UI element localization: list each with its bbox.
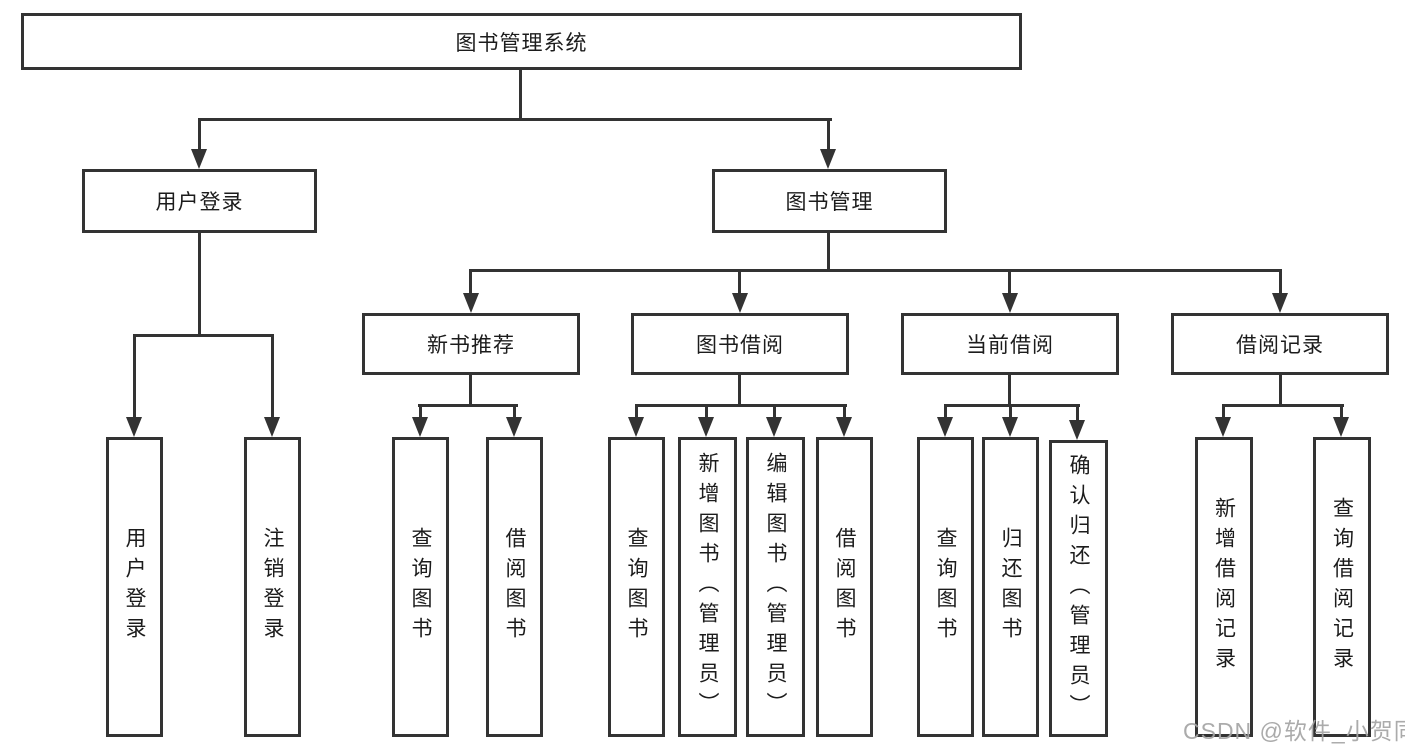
- connector-line: [705, 404, 708, 419]
- node-book-management: 图书管理: [712, 169, 947, 233]
- connector-line: [469, 375, 472, 406]
- connector-line: [843, 404, 846, 419]
- connector-line: [519, 70, 522, 120]
- leaf-label: 注销登录: [261, 527, 284, 647]
- arrow-down-icon: [506, 417, 522, 437]
- connector-line: [1222, 404, 1344, 407]
- connector-line: [469, 269, 472, 297]
- leaf-label: 归还图书: [999, 527, 1022, 647]
- connector-line: [198, 118, 201, 152]
- connector-line: [419, 404, 422, 419]
- leaf-label: 用户登录: [123, 527, 146, 647]
- connector-line: [635, 404, 638, 419]
- connector-line: [827, 118, 830, 152]
- node-new-book-recommendation: 新书推荐: [362, 313, 580, 375]
- connector-line: [1009, 404, 1012, 419]
- connector-line: [1279, 375, 1282, 406]
- node-borrowing-records: 借阅记录: [1171, 313, 1389, 375]
- connector-line: [271, 334, 274, 419]
- connector-line: [738, 375, 741, 406]
- leaf-query-books-recommend: 查询图书: [392, 437, 449, 737]
- connector-line: [513, 404, 516, 419]
- node-library-management-system: 图书管理系统: [21, 13, 1022, 70]
- connector-line: [773, 404, 776, 419]
- leaf-edit-book-admin: 编辑图书（管理员）: [746, 437, 805, 737]
- connector-line: [469, 269, 1282, 272]
- arrow-down-icon: [1272, 293, 1288, 313]
- connector-line: [1340, 404, 1343, 419]
- leaf-query-books-current: 查询图书: [917, 437, 974, 737]
- arrow-down-icon: [1002, 293, 1018, 313]
- arrow-down-icon: [463, 293, 479, 313]
- leaf-logout: 注销登录: [244, 437, 301, 737]
- leaf-label: 查询借阅记录: [1330, 497, 1354, 677]
- connector-line: [1222, 404, 1225, 419]
- leaf-label: 借阅图书: [833, 527, 856, 647]
- arrow-down-icon: [937, 417, 953, 437]
- arrow-down-icon: [628, 417, 644, 437]
- node-current-borrowing: 当前借阅: [901, 313, 1119, 375]
- connector-line: [1076, 404, 1079, 422]
- arrow-down-icon: [732, 293, 748, 313]
- leaf-label: 查询图书: [934, 527, 957, 647]
- node-user-login: 用户登录: [82, 169, 317, 233]
- leaf-label: 编辑图书（管理员）: [764, 452, 787, 722]
- arrow-down-icon: [836, 417, 852, 437]
- arrow-down-icon: [412, 417, 428, 437]
- connector-line: [1008, 269, 1011, 297]
- arrow-down-icon: [820, 149, 836, 169]
- connector-line: [944, 404, 1080, 407]
- arrow-down-icon: [1333, 417, 1349, 437]
- leaf-label: 新增图书（管理员）: [696, 452, 719, 722]
- leaf-borrow-books-borrowing: 借阅图书: [816, 437, 873, 737]
- arrow-down-icon: [191, 149, 207, 169]
- arrow-down-icon: [264, 417, 280, 437]
- leaf-label: 查询图书: [625, 527, 648, 647]
- leaf-query-borrowing-record: 查询借阅记录: [1313, 437, 1371, 737]
- csdn-watermark: CSDN @软件_小贺同学: [1183, 718, 1405, 744]
- connector-line: [1279, 269, 1282, 297]
- arrow-down-icon: [1002, 417, 1018, 437]
- arrow-down-icon: [126, 417, 142, 437]
- leaf-borrow-books-recommend: 借阅图书: [486, 437, 543, 737]
- connector-line: [133, 334, 274, 337]
- connector-line: [133, 334, 136, 419]
- connector-line: [635, 404, 847, 407]
- connector-line: [418, 404, 518, 407]
- leaf-user-login: 用户登录: [106, 437, 163, 737]
- leaf-confirm-return-admin: 确认归还（管理员）: [1049, 440, 1108, 737]
- connector-line: [827, 233, 830, 272]
- connector-line: [198, 233, 201, 337]
- leaf-return-book: 归还图书: [982, 437, 1039, 737]
- connector-line: [944, 404, 947, 419]
- connector-line: [1008, 375, 1011, 406]
- leaf-add-borrowing-record: 新增借阅记录: [1195, 437, 1253, 737]
- arrow-down-icon: [698, 417, 714, 437]
- leaf-label: 查询图书: [409, 527, 432, 647]
- node-book-borrowing: 图书借阅: [631, 313, 849, 375]
- arrow-down-icon: [766, 417, 782, 437]
- arrow-down-icon: [1215, 417, 1231, 437]
- leaf-add-book-admin: 新增图书（管理员）: [678, 437, 737, 737]
- leaf-query-books-borrowing: 查询图书: [608, 437, 665, 737]
- leaf-label: 新增借阅记录: [1212, 497, 1236, 677]
- leaf-label: 借阅图书: [503, 527, 526, 647]
- leaf-label: 确认归还（管理员）: [1067, 453, 1090, 724]
- arrow-down-icon: [1069, 420, 1085, 440]
- connector-line: [738, 269, 741, 297]
- connector-line: [198, 118, 832, 121]
